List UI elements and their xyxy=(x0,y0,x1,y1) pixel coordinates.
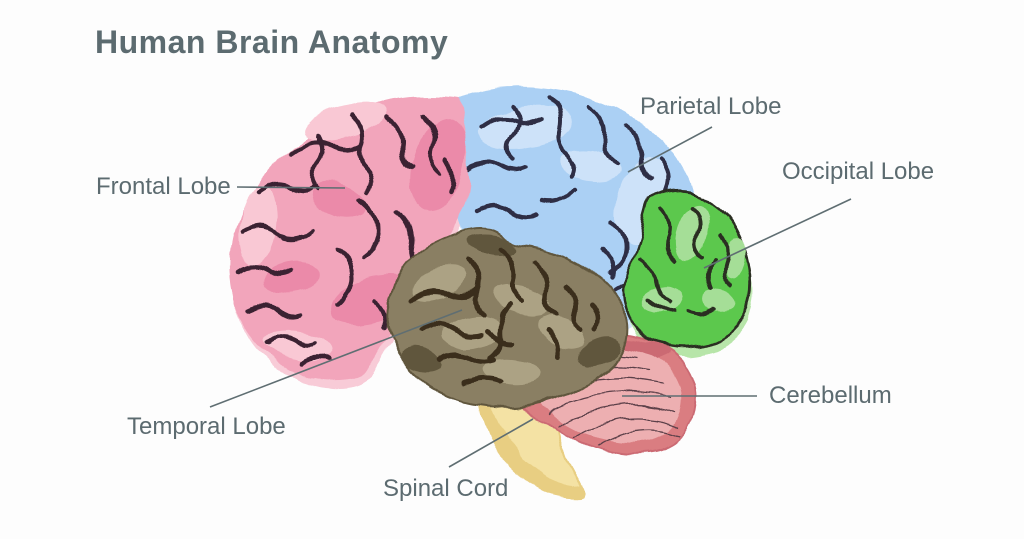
label-frontal-lobe: Frontal Lobe xyxy=(96,173,231,200)
temporal-sulci xyxy=(411,247,601,387)
occipital-highlights xyxy=(640,202,747,314)
label-cerebellum: Cerebellum xyxy=(769,382,892,409)
label-spinal-cord: Spinal Cord xyxy=(383,475,509,502)
label-parietal-lobe: Parietal Lobe xyxy=(640,93,782,120)
occipital-leader-line xyxy=(703,198,852,269)
spinal-cord-highlight xyxy=(486,386,581,488)
temporal-shades xyxy=(400,235,621,374)
temporal-leader-line xyxy=(209,309,463,408)
leader-lines xyxy=(209,126,852,468)
page-title: Human Brain Anatomy xyxy=(95,24,449,60)
label-occipital-lobe: Occipital Lobe xyxy=(782,158,935,185)
spinal-leader-line xyxy=(448,418,534,468)
label-temporal-lobe: Temporal Lobe xyxy=(127,413,286,440)
parietal-leader-line xyxy=(627,126,713,173)
occipital-sulci xyxy=(638,204,734,315)
frontal-leader-line xyxy=(236,186,346,189)
